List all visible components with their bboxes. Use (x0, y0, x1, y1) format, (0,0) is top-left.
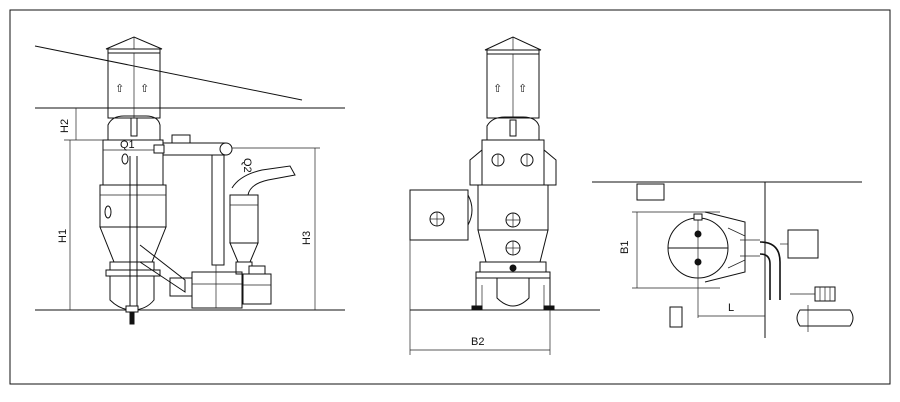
filter-chamber (481, 139, 545, 186)
airflow-arrow: ⇧ (518, 83, 527, 95)
column-block (636, 183, 665, 201)
product-container (99, 226, 167, 263)
label-h3: H3 (301, 231, 313, 245)
drying-chamber (99, 184, 167, 228)
column-block (669, 306, 683, 328)
outlet-pipe (796, 309, 854, 327)
exhaust-duct (162, 142, 226, 156)
heater-box (191, 271, 243, 309)
airflow-arrow: ⇧ (493, 83, 502, 95)
label-b1: B1 (619, 241, 631, 254)
front-elevation-view: ⇧ ⇧ (409, 36, 600, 355)
label-h1: H1 (57, 229, 69, 243)
roof-slope-line (34, 45, 303, 101)
plan-view: B1 L (592, 181, 862, 338)
label-q1: Q1 (120, 139, 135, 151)
label-b2: B2 (471, 336, 484, 348)
label-h2: H2 (59, 119, 71, 133)
fan-unit (242, 273, 272, 305)
airflow-arrow: ⇧ (115, 83, 124, 95)
cyclone-separator (229, 194, 259, 244)
label-l: L (728, 302, 734, 314)
airflow-arrow: ⇧ (140, 83, 149, 95)
side-elevation-view: ⇧ ⇧ (34, 36, 345, 325)
heater-box (409, 189, 469, 241)
label-q2: Q2 (241, 158, 253, 173)
drawing-frame (9, 9, 891, 385)
fan-unit (787, 229, 819, 259)
